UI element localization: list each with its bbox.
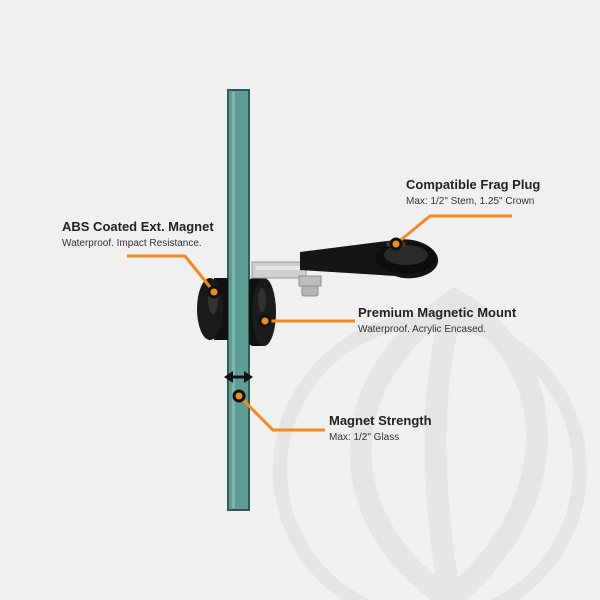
callout-subtitle: Max: 1/2" Glass — [329, 432, 400, 443]
glass-pane — [227, 89, 250, 511]
frag-plug-holder — [300, 239, 439, 279]
callout-subtitle: Waterproof. Acrylic Encased. — [358, 324, 487, 335]
callout-abs-magnet: ABS Coated Ext. Magnet Waterproof. Impac… — [62, 219, 214, 251]
callout-frag-plug: Compatible Frag Plug Max: 1/2" Stem, 1.2… — [406, 177, 540, 209]
callout-line-abs-magnet — [127, 254, 216, 293]
callout-line-frag-plug — [395, 214, 512, 246]
callout-dot-abs-magnet — [207, 285, 221, 299]
callout-dot-magnetic-mount — [258, 314, 272, 328]
magnetic-mount — [249, 278, 276, 346]
glass-highlight — [232, 92, 235, 508]
callout-line-magnet-strength — [237, 394, 325, 432]
watermark-leaf-icon — [273, 287, 587, 600]
callout-title: Compatible Frag Plug — [406, 177, 541, 192]
callout-magnet-strength: Magnet Strength Max: 1/2" Glass — [329, 413, 432, 445]
double-arrow-icon — [224, 371, 253, 383]
callout-subtitle: Max: 1/2" Stem, 1.25" Crown — [406, 196, 535, 207]
callout-title: Magnet Strength — [329, 413, 432, 428]
metal-bracket — [251, 261, 322, 297]
callout-dot-magnet-strength — [232, 389, 246, 403]
callout-title: Premium Magnetic Mount — [358, 305, 517, 320]
callout-dot-frag-plug — [389, 237, 403, 251]
callout-magnetic-mount: Premium Magnetic Mount Waterproof. Acryl… — [358, 305, 516, 337]
callout-title: ABS Coated Ext. Magnet — [62, 219, 214, 234]
callout-subtitle: Waterproof. Impact Resistance. — [62, 238, 202, 249]
